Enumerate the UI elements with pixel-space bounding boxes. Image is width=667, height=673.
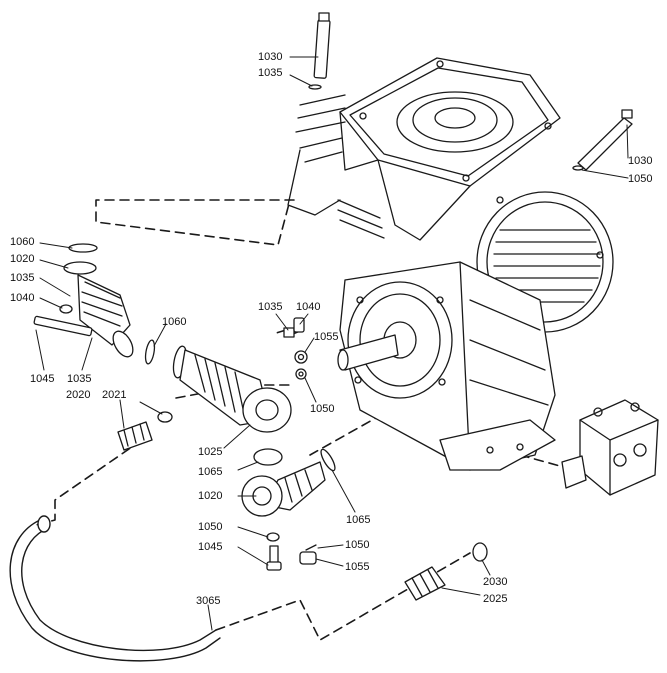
callout-label: 1035 [258,67,283,79]
callout-label: 1035 [10,272,35,284]
callout-label: 3065 [196,595,221,607]
bolt-1030-top [308,12,331,90]
callout-label: 1040 [296,301,321,313]
callout-label: 1030 [628,155,653,167]
callout-label: 1050 [198,521,223,533]
callout-label: 1020 [198,490,223,502]
fitting-2020 [117,411,173,451]
callout-label: 2021 [102,389,127,401]
callout-label: 1045 [30,373,55,385]
callout-label: 1065 [198,466,223,478]
corrugated-hose-1025 [144,339,292,433]
callout-label: 1030 [258,51,283,63]
callout-label: 2025 [483,593,508,605]
engine-assembly [287,57,614,471]
callout-label: 1055 [314,331,339,343]
pump-head [561,399,659,496]
fitting-2025 [404,542,488,601]
callout-label: 1060 [162,316,187,328]
hose-3065 [9,515,221,662]
callout-label: 1060 [10,236,35,248]
nut-1055-lower [299,544,317,565]
bolt-1045-lower [266,532,282,571]
callout-label: 1050 [628,173,653,185]
callout-label: 1050 [345,539,370,551]
callout-label: 1040 [10,292,35,304]
callout-label: 1025 [198,446,223,458]
muffler-1020-upper [33,243,134,358]
callout-label: 1020 [10,253,35,265]
small-fittings-center [283,317,308,380]
callout-label: 1055 [345,561,370,573]
callout-label: 1035 [258,301,283,313]
callout-label: 1065 [346,514,371,526]
callout-label: 1035 [67,373,92,385]
callout-label: 1045 [198,541,223,553]
callout-label: 2020 [66,389,91,401]
bolt-1030-right [572,109,633,171]
corrugated-hose-1020-lower [241,448,336,517]
callout-label: 2030 [483,576,508,588]
callout-label: 1050 [310,403,335,415]
leader-lines [35,56,629,631]
